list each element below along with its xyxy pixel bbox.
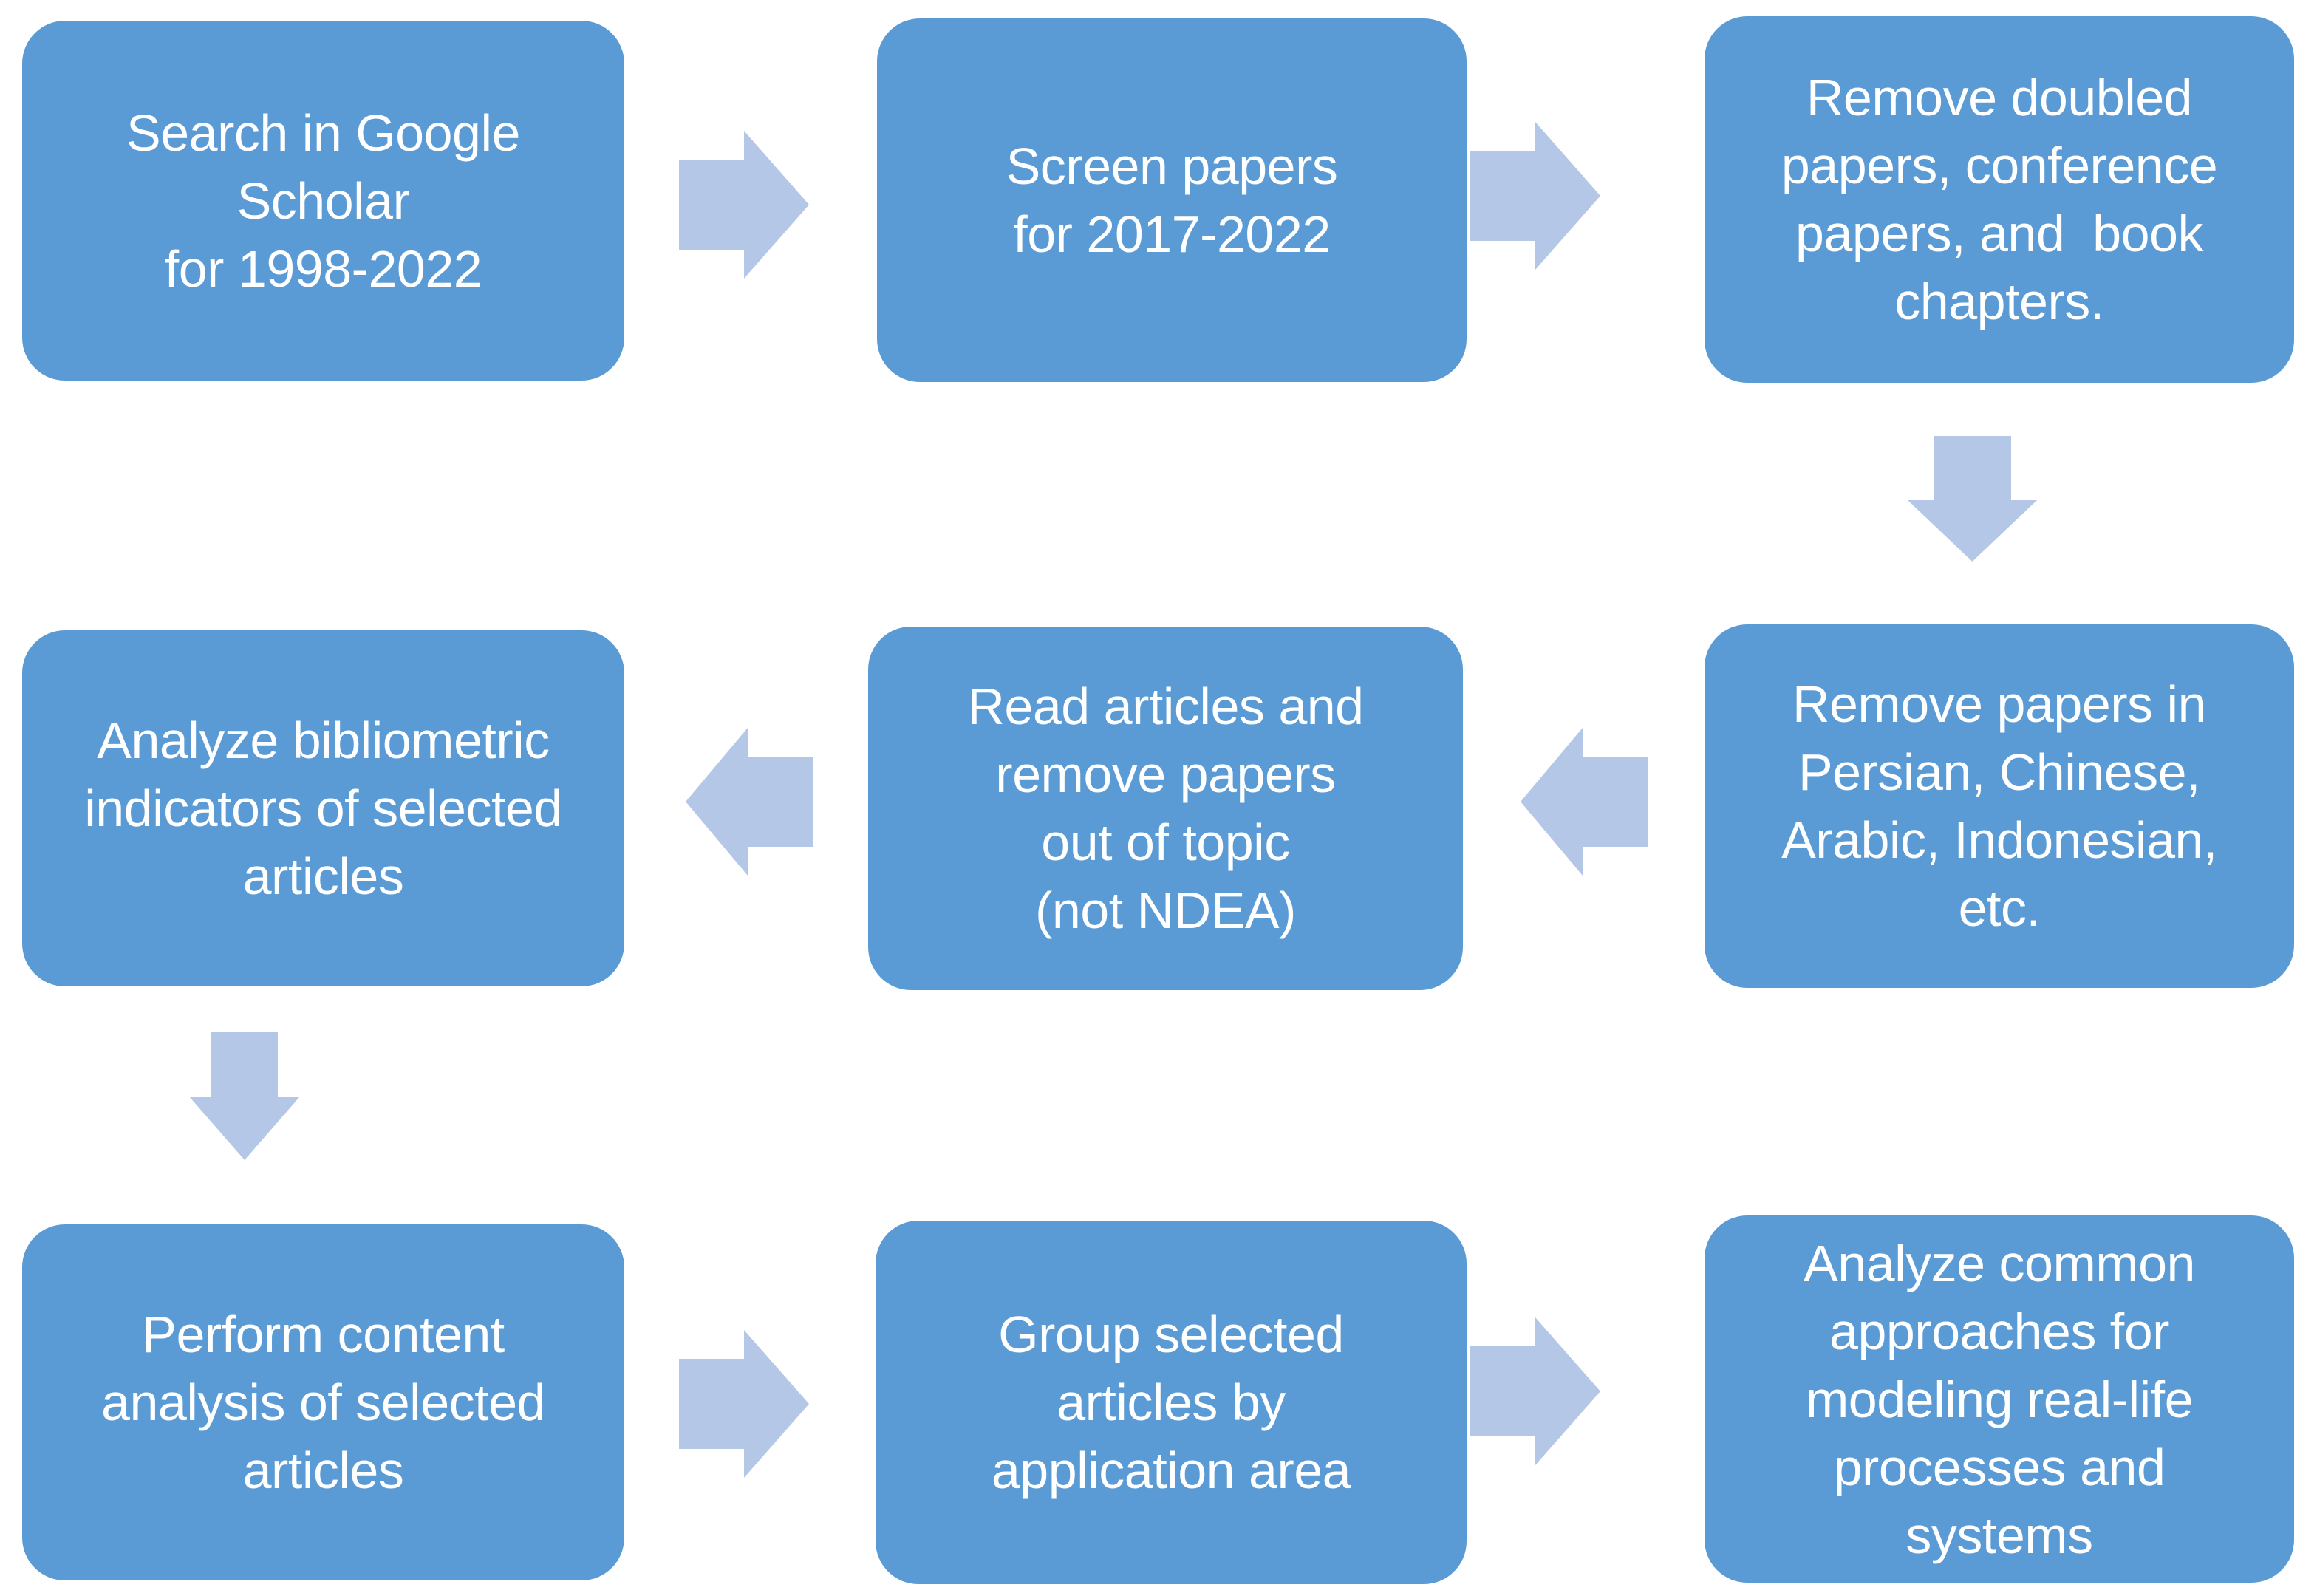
arrow-left-icon bbox=[686, 728, 813, 876]
flow-step-read-articles: Read articles and remove papers out of t… bbox=[868, 627, 1463, 990]
flow-step-search-google-scholar: Search in Google Scholar for 1998-2022 bbox=[22, 21, 624, 381]
flow-step-label: Perform content analysis of selected art… bbox=[101, 1306, 545, 1499]
flow-step-label: Analyze bibliometric indicators of selec… bbox=[84, 712, 562, 905]
flow-step-label: Analyze common approaches for modeling r… bbox=[1804, 1234, 2195, 1564]
arrow-right-icon bbox=[679, 1330, 809, 1478]
flow-step-label: Remove papers in Persian, Chinese, Arabi… bbox=[1781, 675, 2217, 937]
arrow-down-icon bbox=[189, 1032, 300, 1160]
flow-step-analyze-approaches: Analyze common approaches for modeling r… bbox=[1705, 1215, 2294, 1583]
flow-step-label: Group selected articles by application a… bbox=[991, 1306, 1351, 1499]
arrow-right-icon bbox=[1470, 1317, 1600, 1465]
arrow-right-icon bbox=[679, 131, 809, 279]
flow-step-label: Screen papers for 2017-2022 bbox=[1006, 137, 1338, 263]
flow-step-perform-content-analysis: Perform content analysis of selected art… bbox=[22, 1224, 624, 1580]
flow-step-label: Search in Google Scholar for 1998-2022 bbox=[126, 103, 520, 298]
flow-step-label: Remove doubled papers, conference papers… bbox=[1781, 69, 2218, 330]
flow-step-analyze-bibliometric: Analyze bibliometric indicators of selec… bbox=[22, 630, 624, 986]
arrow-right-icon bbox=[1470, 122, 1600, 270]
flow-step-group-articles: Group selected articles by application a… bbox=[876, 1221, 1467, 1584]
arrow-down-icon bbox=[1908, 436, 2037, 562]
flow-step-remove-language-papers: Remove papers in Persian, Chinese, Arabi… bbox=[1705, 624, 2294, 988]
flow-step-label: Read articles and remove papers out of t… bbox=[967, 678, 1364, 939]
flow-step-screen-papers: Screen papers for 2017-2022 bbox=[877, 18, 1467, 382]
flow-step-remove-doubled-papers: Remove doubled papers, conference papers… bbox=[1705, 16, 2294, 383]
arrow-left-icon bbox=[1521, 728, 1648, 876]
